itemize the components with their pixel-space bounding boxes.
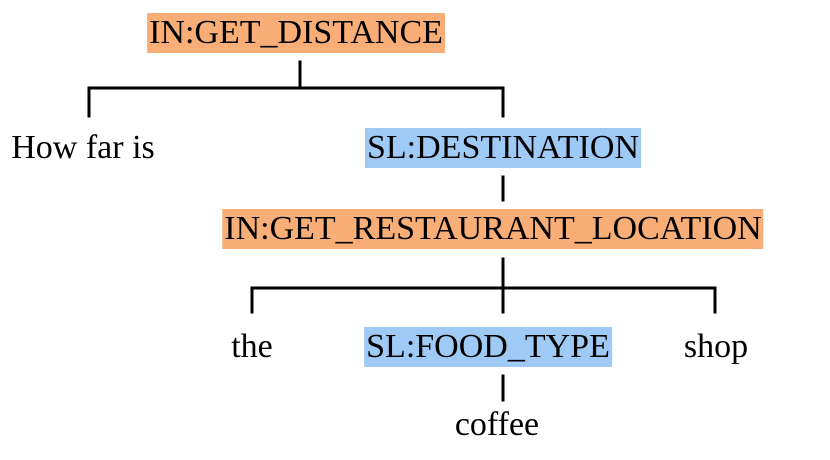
token-the: the [231, 328, 273, 365]
slot-node-food-type: SL:FOOD_TYPE [364, 327, 612, 367]
token-how-far-is: How far is [11, 129, 155, 166]
intent-node-get-distance: IN:GET_DISTANCE [147, 13, 445, 53]
token-coffee: coffee [454, 406, 540, 443]
token-shop: shop [683, 328, 749, 365]
intent-node-get-restaurant-location: IN:GET_RESTAURANT_LOCATION [222, 209, 764, 249]
slot-node-destination: SL:DESTINATION [365, 128, 641, 168]
